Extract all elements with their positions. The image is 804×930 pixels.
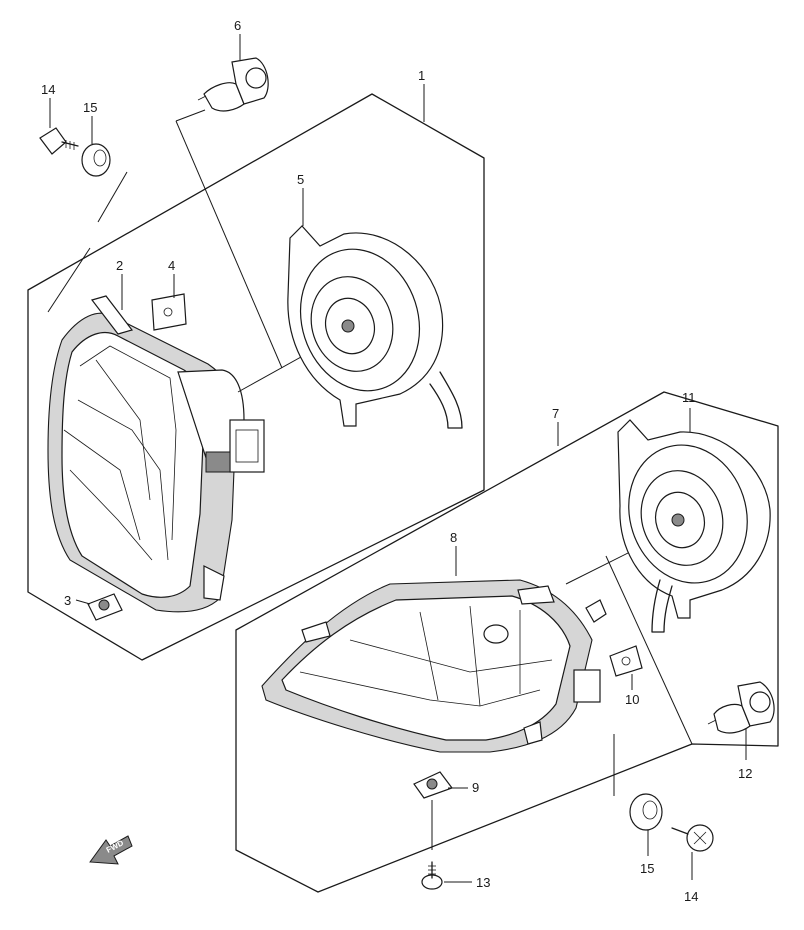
upper-headlight-assembly [27, 57, 485, 661]
callout-13: 13 [476, 875, 490, 890]
headlight-housing [47, 295, 265, 613]
callout-8: 8 [450, 530, 457, 545]
callout-15-top: 15 [83, 100, 97, 115]
callout-3: 3 [64, 593, 71, 608]
lower-headlight-assembly [235, 391, 779, 893]
bulb-socket-5 [237, 225, 463, 429]
callout-11: 11 [682, 390, 696, 405]
callout-4: 4 [168, 258, 175, 273]
bulb-6-leader [175, 120, 283, 369]
plate-nut-4 [151, 293, 187, 331]
callout-15-bottom: 15 [640, 861, 654, 876]
bulb-socket-11 [617, 419, 771, 633]
headlight-lens-8 [261, 579, 607, 753]
callout-12: 12 [738, 766, 752, 781]
callout-14-top: 14 [41, 82, 55, 97]
bulb-6 [197, 57, 269, 112]
bolt-13 [421, 861, 443, 890]
cap-15-leader [97, 171, 128, 223]
callout-9: 9 [472, 780, 479, 795]
assembly-7-boundary [235, 391, 779, 893]
assembly-1-boundary [27, 93, 485, 661]
screw-14-bottom [671, 824, 714, 852]
callout-5: 5 [297, 172, 304, 187]
callout-1: 1 [418, 68, 425, 83]
clip-nut-3 [87, 593, 123, 621]
callout-7: 7 [552, 406, 559, 421]
callout-14-bottom: 14 [684, 889, 698, 904]
grommet-15-bottom [629, 793, 663, 831]
callout-10: 10 [625, 692, 639, 707]
screw-14-top [39, 127, 79, 155]
callouts: 1 2 3 4 5 6 7 8 9 10 11 12 13 [41, 18, 752, 904]
clip-nut-9 [413, 771, 453, 799]
callout-2: 2 [116, 258, 123, 273]
grommet-15-top [81, 143, 111, 177]
callout-6: 6 [234, 18, 241, 33]
bulb-12 [707, 681, 775, 734]
plate-nut-10 [609, 645, 643, 677]
fwd-arrow-icon: FWD [89, 835, 133, 865]
